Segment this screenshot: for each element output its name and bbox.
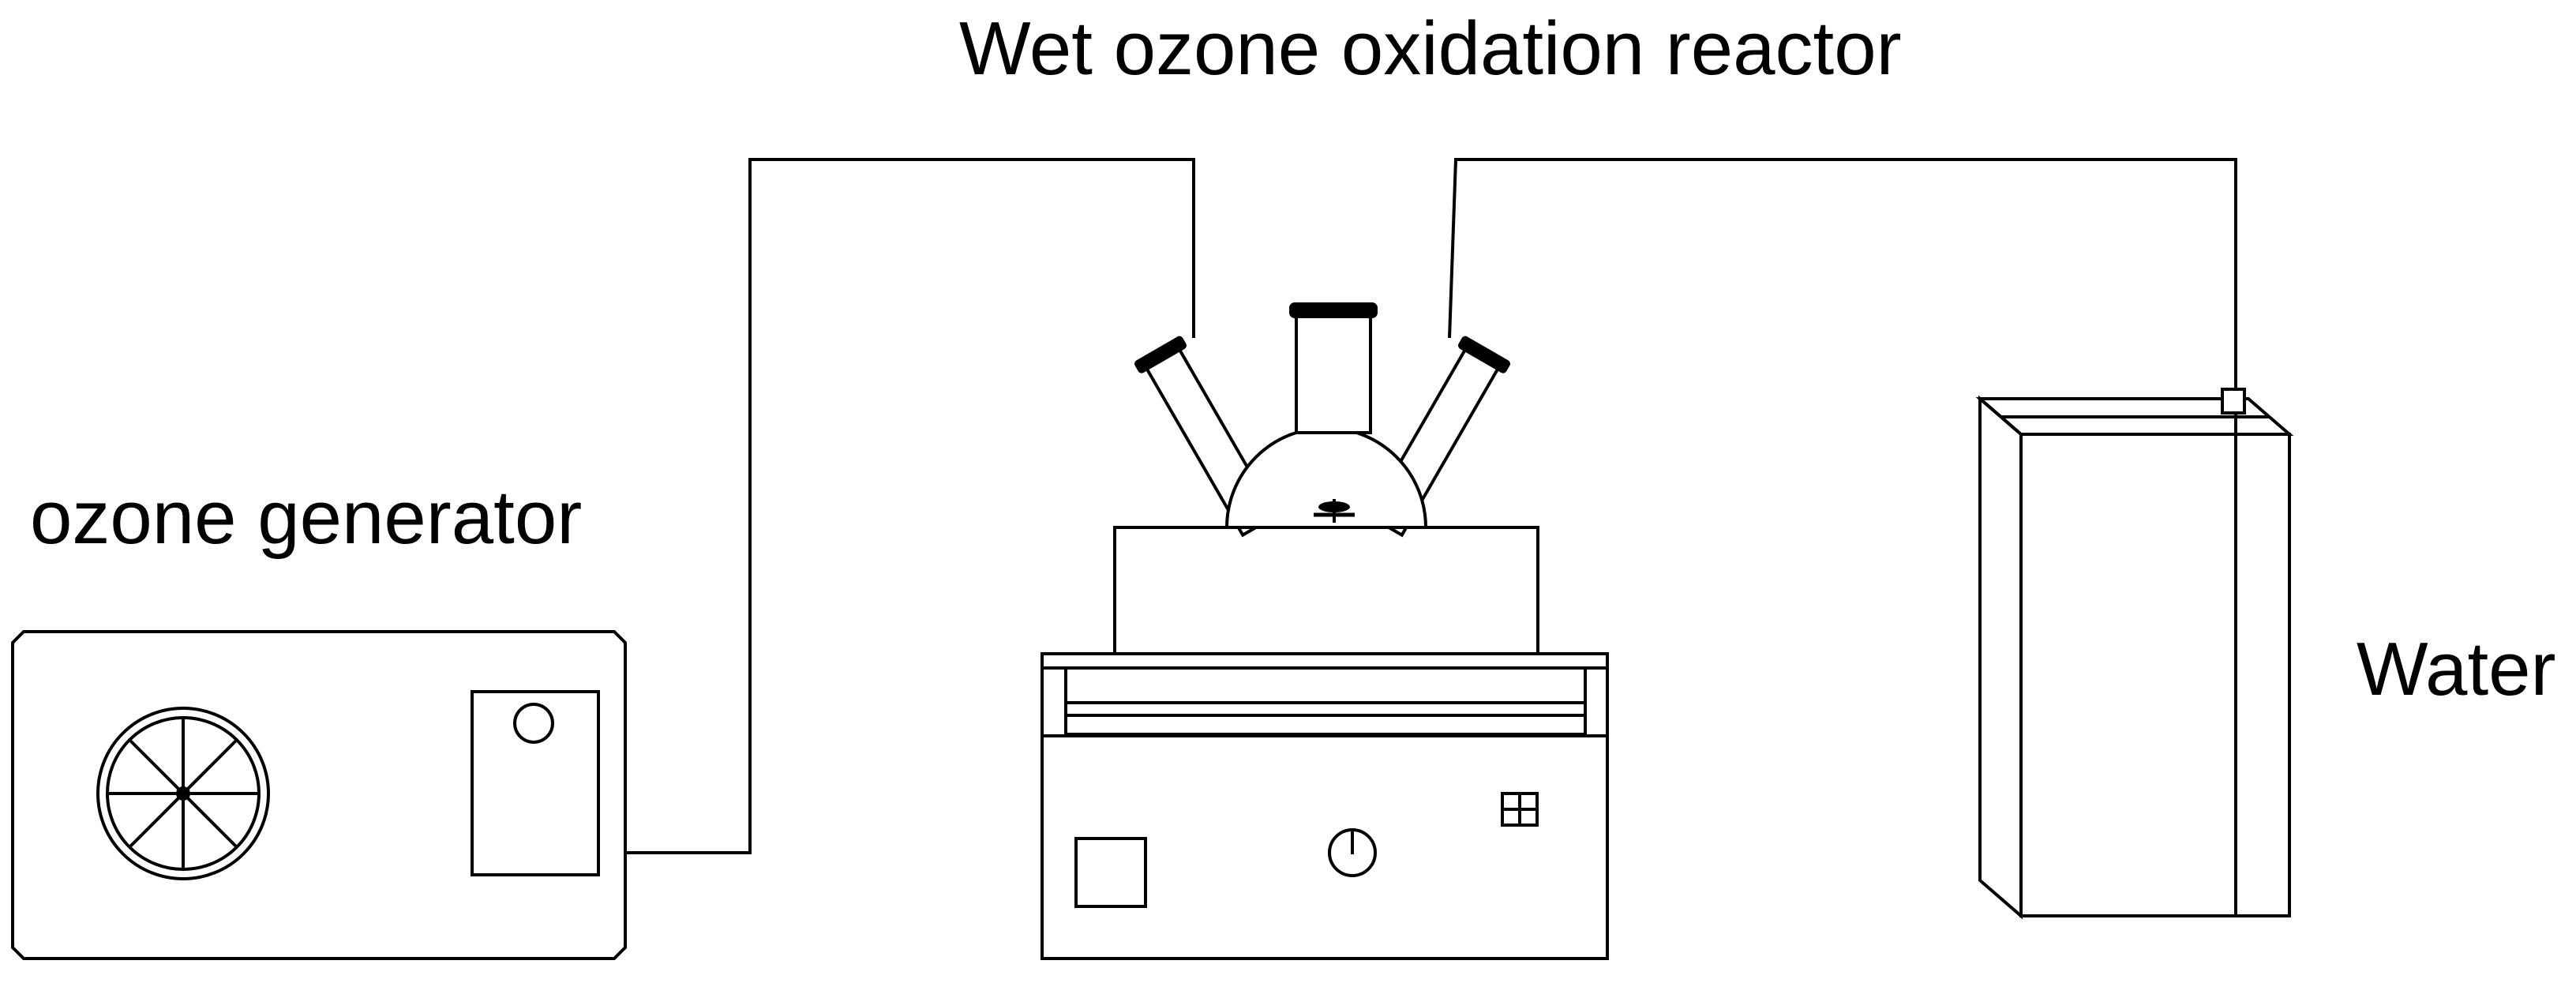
fan-icon [96,707,270,880]
stirrer-body [1041,652,1609,960]
heating-block [1113,526,1539,655]
ozone-generator-label: ozone generator [30,475,583,560]
ozone-generator-body [11,630,627,960]
display-square [1074,837,1147,908]
reactor-label: Wet ozone oxidation reactor [959,6,1902,91]
knob-icon [1328,828,1377,877]
water-label: Water [2357,627,2556,711]
switch-icon [1501,792,1539,827]
water-tank-side [1978,395,2023,920]
magnetic-stirrer [1041,652,1609,960]
water-tank-front [2019,433,2291,917]
water-tank [1975,388,2294,920]
stir-bar-icon [1314,499,1355,523]
gas-inlet-tube [625,158,1195,854]
ozone-generator [11,630,627,960]
control-panel [471,690,600,876]
flask-bulb [1224,426,1428,529]
gas-outlet-tube [1448,158,2237,916]
three-neck-flask [1134,302,1510,538]
flask-center-neck [1295,313,1372,434]
flask-center-stopper [1289,302,1378,318]
indicator-circle-icon [513,703,554,744]
water-tank-port [2221,388,2246,415]
